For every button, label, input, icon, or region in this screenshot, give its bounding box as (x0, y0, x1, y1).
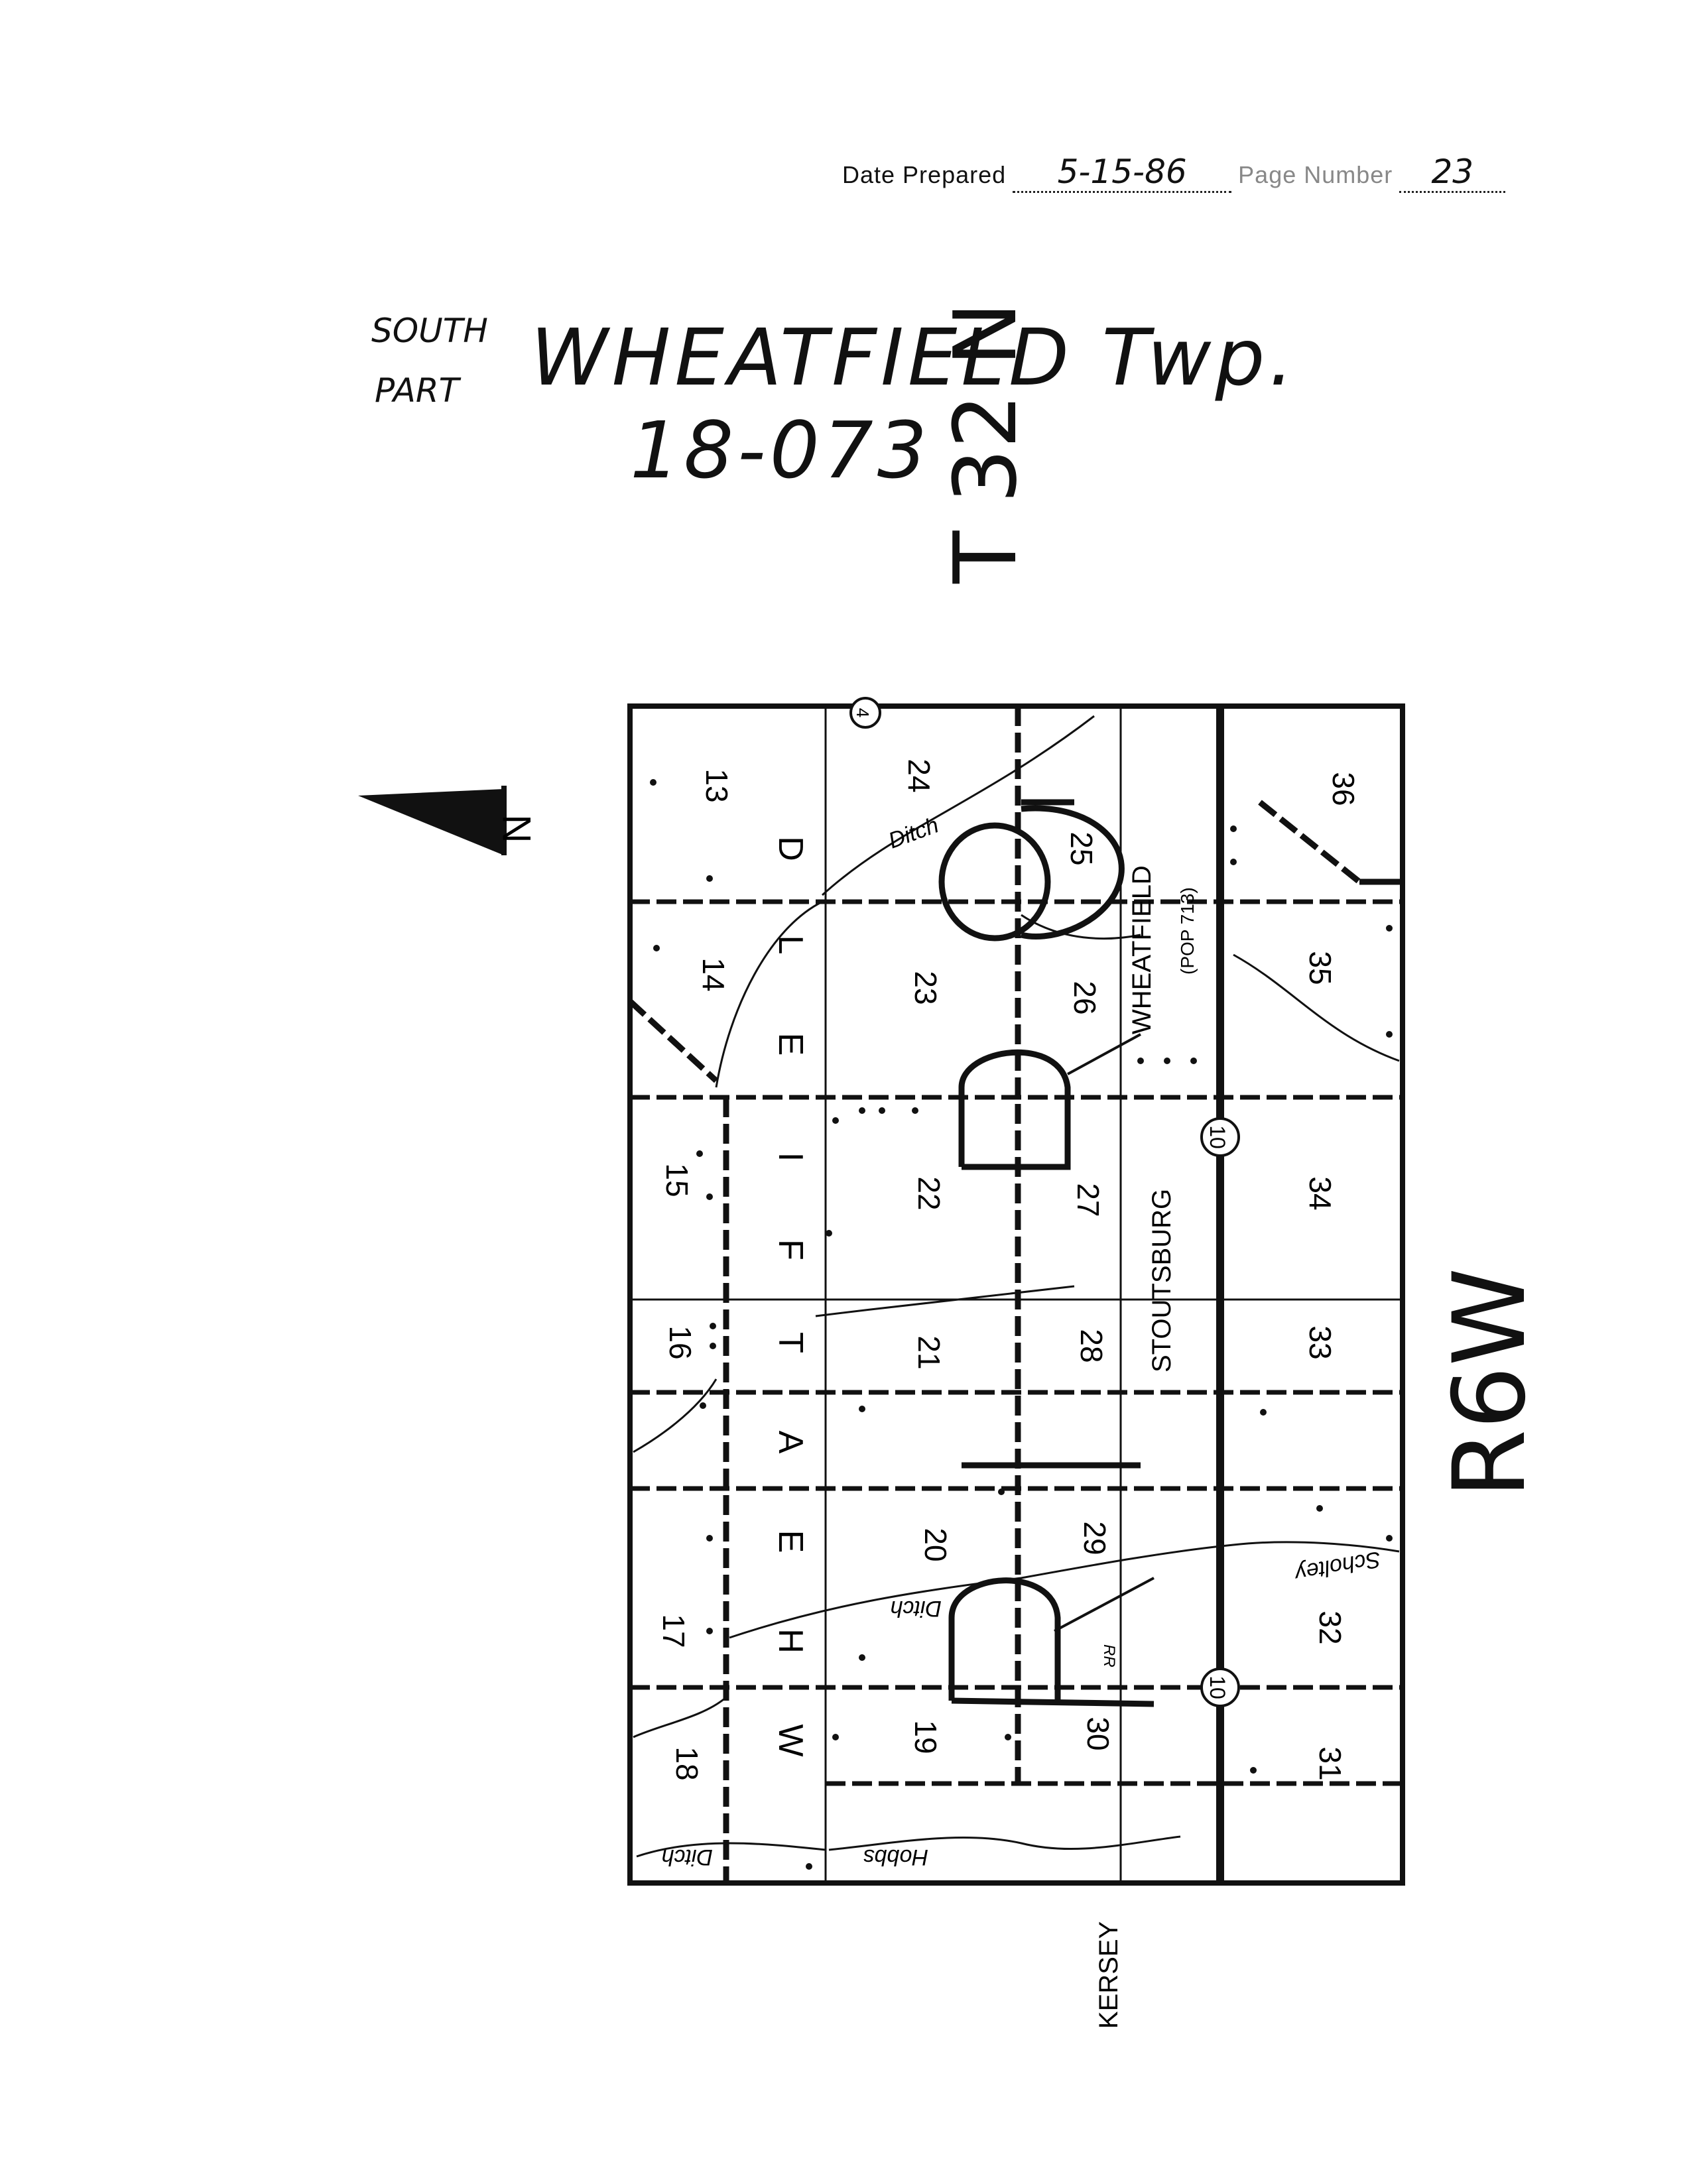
township-code: 18-073 (630, 404, 931, 496)
place-names: WHEATFIELD (POP 713) STOUTSBURG KERSEY (1094, 865, 1198, 2029)
township-letter-w: W (771, 1724, 810, 1756)
township-title: WHEATFIELD Twp. (531, 312, 1298, 403)
section-16: 16 (663, 1325, 698, 1359)
section-14: 14 (696, 957, 731, 991)
streams (633, 715, 1400, 1858)
hand-marks (938, 799, 1155, 1707)
pointer-lines (1054, 1033, 1155, 1632)
label-railroad: RR (1100, 1644, 1118, 1668)
township-letter-h: H (771, 1628, 810, 1654)
section-19: 19 (908, 1720, 943, 1754)
township-letter-l: L (771, 936, 810, 955)
section-15: 15 (660, 1163, 694, 1197)
place-wheatfield-population: (POP 713) (1177, 887, 1198, 975)
route-shield-10-south: 10 (1206, 1675, 1229, 1699)
label-hobbs: Hobbs (863, 1845, 928, 1870)
section-21: 21 (912, 1335, 946, 1369)
township-letter-e2: E (771, 1033, 810, 1056)
label-scholtey: Scholtey (1292, 1546, 1383, 1586)
township-letter-t: T (771, 1332, 810, 1353)
place-kersey: KERSEY (1094, 1921, 1123, 2029)
township-letter-a: A (771, 1431, 810, 1454)
section-24: 24 (902, 758, 936, 792)
section-31: 31 (1313, 1746, 1347, 1780)
township-letter-d: D (771, 836, 810, 861)
section-30: 30 (1081, 1717, 1115, 1750)
township-letter-f: F (771, 1239, 810, 1260)
township-letter-e1: E (771, 1530, 810, 1553)
place-wheatfield: WHEATFIELD (1127, 865, 1156, 1034)
label-ditch-mid: Ditch (891, 1596, 942, 1621)
section-29: 29 (1078, 1521, 1112, 1555)
route-shield-10-north: 10 (1206, 1125, 1229, 1149)
section-17: 17 (656, 1614, 691, 1648)
section-20: 20 (918, 1528, 953, 1561)
route-shields: 10 10 4 (849, 697, 1240, 1707)
township-letter-i: I (771, 1152, 810, 1162)
part-label-south: SOUTH (371, 312, 488, 350)
section-34: 34 (1303, 1176, 1338, 1210)
section-26: 26 (1068, 981, 1102, 1014)
label-ditch-north: Ditch (885, 812, 942, 853)
section-23: 23 (908, 971, 943, 1004)
section-35: 35 (1303, 951, 1338, 985)
section-28: 28 (1074, 1329, 1109, 1363)
north-label: N (495, 814, 539, 843)
section-numbers: 13 14 15 16 17 18 19 20 21 22 23 24 25 2… (656, 758, 1361, 1780)
page-number-value: 23 (1399, 152, 1506, 193)
water-labels: Ditch Ditch Ditch Hobbs Scholtey RR (662, 812, 1383, 1870)
section-32: 32 (1313, 1610, 1347, 1644)
section-25: 25 (1064, 831, 1099, 865)
section-18: 18 (670, 1746, 704, 1780)
building-dots (650, 779, 1393, 1870)
road-grid (627, 706, 1403, 1886)
route-shield-4: 4 (853, 708, 873, 717)
township-name-letters: W H E A T F I E L D (771, 836, 810, 1756)
header-line: Date Prepared 5-15-86 Page Number 23 (842, 152, 1506, 193)
section-33: 33 (1303, 1325, 1338, 1359)
section-22: 22 (912, 1176, 946, 1210)
page-number-label: Page Number (1238, 161, 1393, 188)
part-label-part: PART (375, 371, 460, 410)
place-stoutsburg: STOUTSBURG (1147, 1189, 1176, 1372)
date-prepared-label: Date Prepared (842, 161, 1007, 188)
section-36: 36 (1326, 772, 1361, 806)
section-13: 13 (700, 768, 734, 802)
section-27: 27 (1071, 1183, 1105, 1217)
north-arrow: N (358, 786, 539, 855)
label-ditch-south: Ditch (662, 1845, 713, 1870)
date-prepared-value: 5-15-86 (1013, 152, 1232, 193)
